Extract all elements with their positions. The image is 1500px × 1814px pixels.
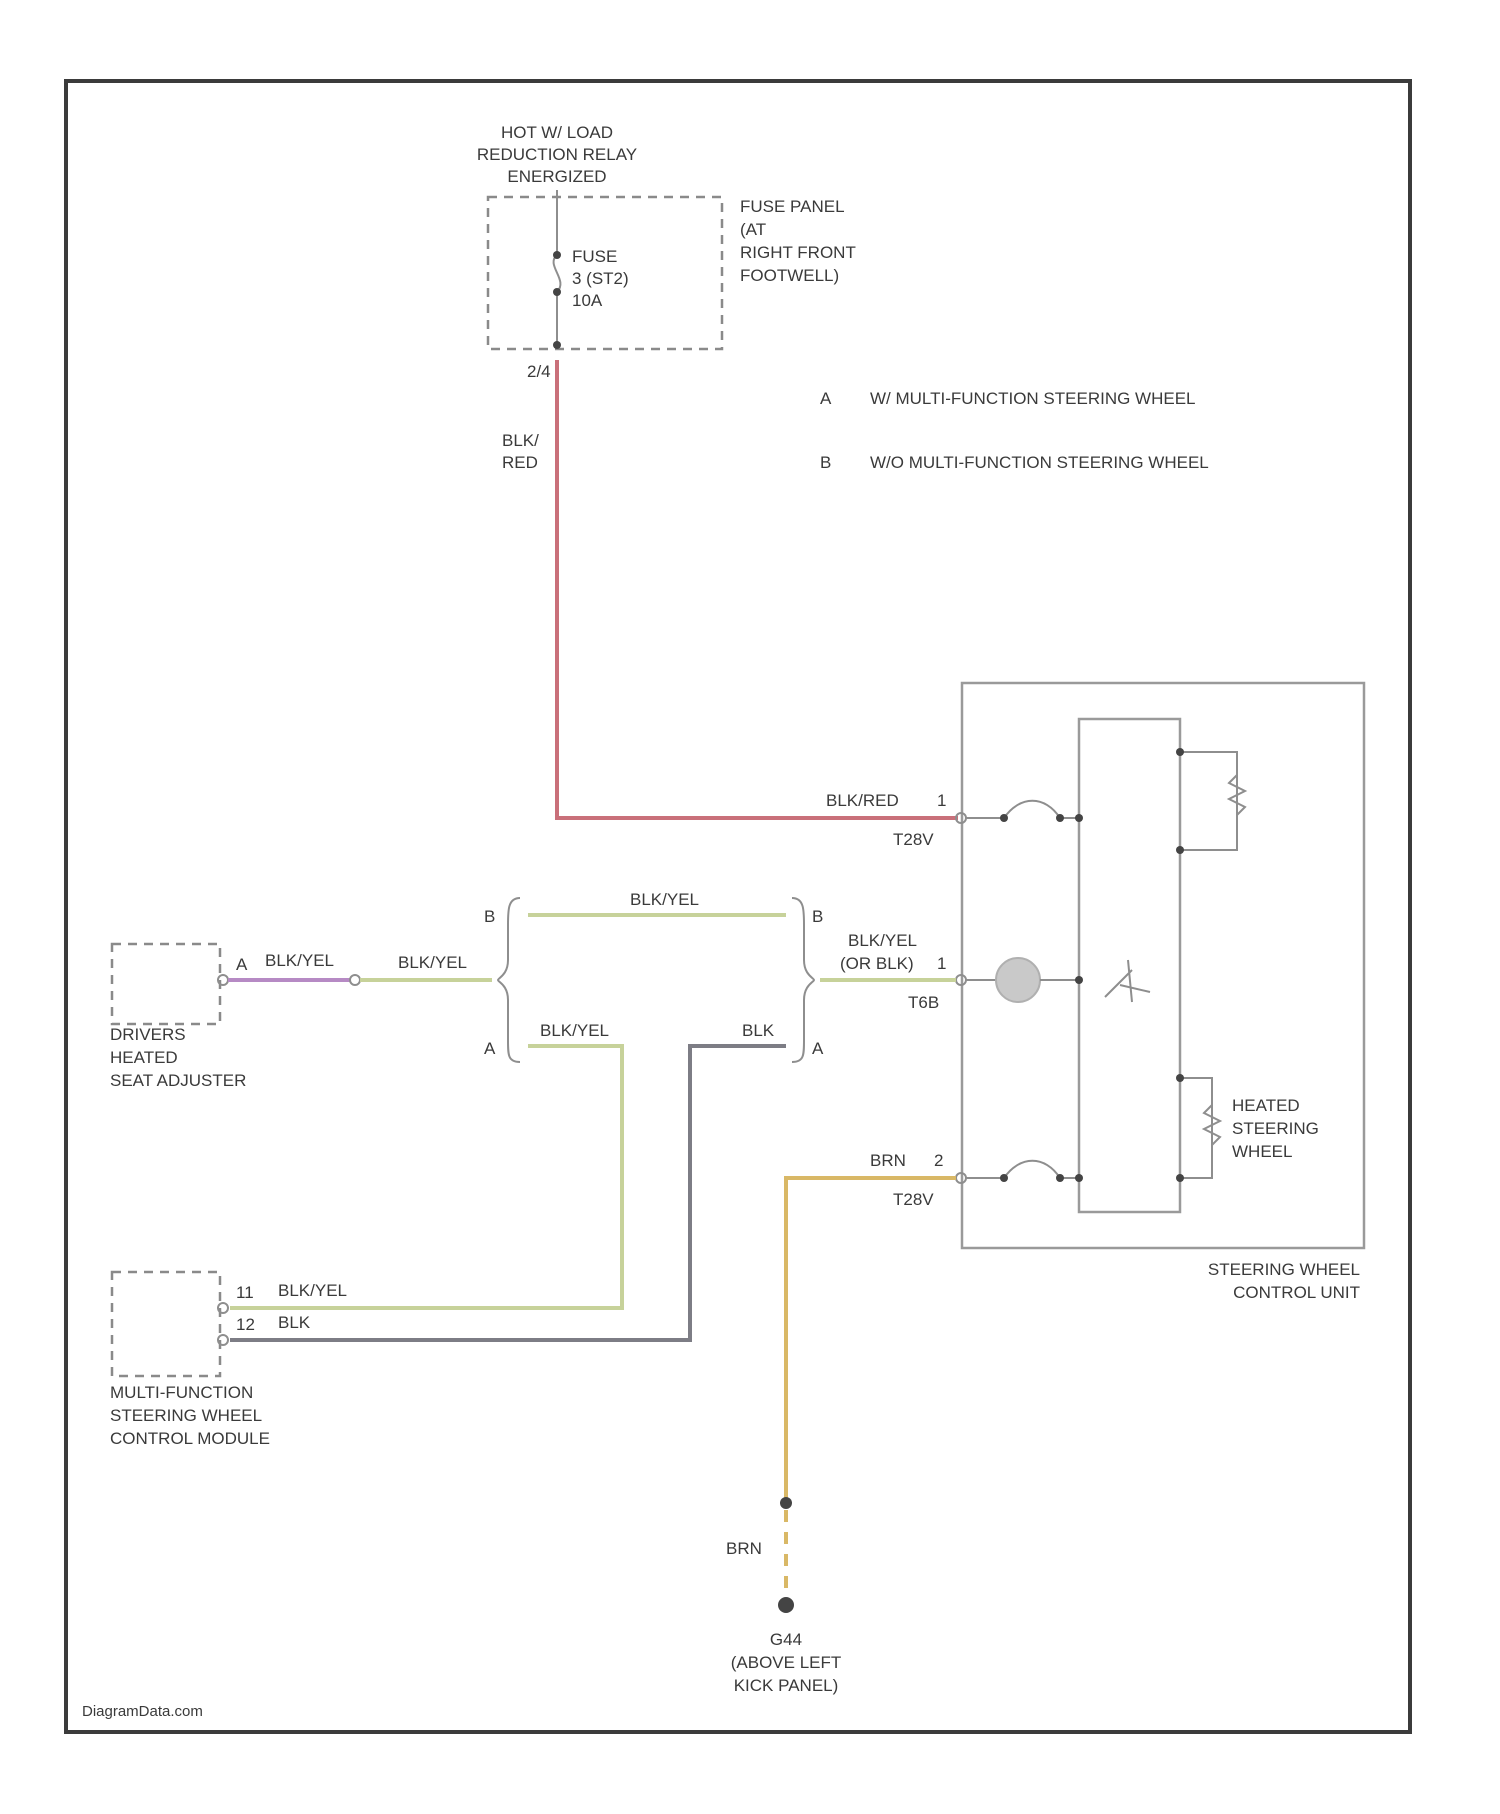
unit-fuse-symbol-1 bbox=[1004, 801, 1060, 818]
ground-label-line2: (ABOVE LEFT bbox=[731, 1653, 842, 1672]
option-label-b-left: B bbox=[484, 907, 495, 926]
ground-splice-dot bbox=[780, 1497, 792, 1509]
wire-label-t6b-line1: BLK/YEL bbox=[848, 931, 917, 950]
mfsw-pin-12-label: 12 bbox=[236, 1315, 255, 1334]
wire-label-brn-bottom: BRN bbox=[726, 1539, 762, 1558]
wire-blk-red bbox=[557, 360, 958, 818]
unit-fuse-symbol-2 bbox=[1004, 1161, 1060, 1178]
unit-switch-symbol bbox=[1105, 960, 1150, 1002]
fuse-panel-label-line3: RIGHT FRONT bbox=[740, 243, 856, 262]
unit-top-loop bbox=[1180, 752, 1237, 850]
unit-node-top-a bbox=[1176, 748, 1184, 756]
pin-label-1a: 1 bbox=[937, 791, 946, 810]
seat-adjuster-label-line1: DRIVERS bbox=[110, 1025, 186, 1044]
unit-node-bottom-a bbox=[1176, 1074, 1184, 1082]
wire-label-seat-b: BLK/YEL bbox=[398, 953, 467, 972]
option-label-a-right: A bbox=[812, 1039, 824, 1058]
fuse-id: 3 (ST2) bbox=[572, 269, 629, 288]
wire-label-blk-red-a: BLK/ bbox=[502, 431, 539, 450]
watermark: DiagramData.com bbox=[82, 1703, 203, 1720]
fuse-symbol bbox=[554, 255, 561, 292]
unit-node-1b bbox=[1056, 814, 1064, 822]
wire-label-blk-red-b: RED bbox=[502, 453, 538, 472]
heated-wheel-label-line1: HEATED bbox=[1232, 1096, 1300, 1115]
ground-label-line3: KICK PANEL) bbox=[734, 1676, 839, 1695]
fuse-panel-label-line2: (AT bbox=[740, 220, 766, 239]
relay-label-line1: HOT W/ LOAD bbox=[501, 123, 613, 142]
connector-label-t6b: T6B bbox=[908, 993, 939, 1012]
ground-label-line1: G44 bbox=[770, 1630, 802, 1649]
ground-symbol bbox=[778, 1597, 794, 1613]
fuse-terminal-bottom bbox=[553, 288, 561, 296]
unit-node-2a bbox=[1000, 1174, 1008, 1182]
steering-unit-label-line2: CONTROL UNIT bbox=[1233, 1283, 1360, 1302]
wire-label-mfsw-blk: BLK bbox=[278, 1313, 311, 1332]
seat-adjuster-label-line3: SEAT ADJUSTER bbox=[110, 1071, 246, 1090]
fuse-panel-label-line4: FOOTWELL) bbox=[740, 266, 839, 285]
legend-key-a: A bbox=[820, 389, 832, 408]
option-bracket-right bbox=[792, 898, 814, 1062]
wire-label-option-a-blk: BLK bbox=[742, 1021, 775, 1040]
fuse-terminal-top bbox=[553, 251, 561, 259]
mfsw-label-line1: MULTI-FUNCTION bbox=[110, 1383, 253, 1402]
legend-key-b: B bbox=[820, 453, 831, 472]
option-label-b-right: B bbox=[812, 907, 823, 926]
mfsw-label-line3: CONTROL MODULE bbox=[110, 1429, 270, 1448]
pin-label-1b: 1 bbox=[937, 954, 946, 973]
wire-brn bbox=[786, 1178, 956, 1503]
wire-label-t6b-line2: (OR BLK) bbox=[840, 954, 914, 973]
unit-node-bottom-b bbox=[1176, 1174, 1184, 1182]
unit-node-2c bbox=[1075, 1174, 1083, 1182]
steering-unit-label-line1: STEERING WHEEL bbox=[1208, 1260, 1360, 1279]
wire-label-seat-a: BLK/YEL bbox=[265, 951, 334, 970]
mfsw-module-box bbox=[112, 1272, 220, 1376]
unit-node-2b bbox=[1056, 1174, 1064, 1182]
wire-label-mfsw-blk-yel: BLK/YEL bbox=[278, 1281, 347, 1300]
wire-label-option-b: BLK/YEL bbox=[630, 890, 699, 909]
seat-adjuster-box bbox=[112, 944, 220, 1024]
wire-label-option-a-blk-yel: BLK/YEL bbox=[540, 1021, 609, 1040]
legend-text-a: W/ MULTI-FUNCTION STEERING WHEEL bbox=[870, 389, 1196, 408]
fuse-rating: 10A bbox=[572, 291, 603, 310]
unit-node-top-b bbox=[1176, 846, 1184, 854]
mfsw-label-line2: STEERING WHEEL bbox=[110, 1406, 262, 1425]
wire-label-blk-red-unit: BLK/RED bbox=[826, 791, 899, 810]
unit-node-1a bbox=[1000, 814, 1008, 822]
relay-label-line3: ENERGIZED bbox=[507, 167, 606, 186]
connector-label-t28v-2: T28V bbox=[893, 1190, 934, 1209]
inline-connector bbox=[350, 975, 360, 985]
wire-label-brn-top: BRN bbox=[870, 1151, 906, 1170]
fuse-name: FUSE bbox=[572, 247, 617, 266]
legend-text-b: W/O MULTI-FUNCTION STEERING WHEEL bbox=[870, 453, 1209, 472]
unit-center-circle bbox=[996, 958, 1040, 1002]
seat-adjuster-label-line2: HEATED bbox=[110, 1048, 178, 1067]
fuse-pin-dot bbox=[553, 341, 561, 349]
unit-node-1c bbox=[1075, 814, 1083, 822]
pin-label-2: 2 bbox=[934, 1151, 943, 1170]
unit-node-center bbox=[1075, 976, 1083, 984]
fuse-panel-label-line1: FUSE PANEL bbox=[740, 197, 845, 216]
seat-adjuster-pin-label: A bbox=[236, 955, 248, 974]
wire-option-a-blk-yel bbox=[230, 1046, 622, 1308]
heated-wheel-label-line2: STEERING bbox=[1232, 1119, 1319, 1138]
option-label-a-left: A bbox=[484, 1039, 496, 1058]
relay-label-line2: REDUCTION RELAY bbox=[477, 145, 637, 164]
diagram-frame bbox=[66, 81, 1410, 1732]
mfsw-pin-11-label: 11 bbox=[236, 1283, 254, 1302]
connector-label-t28v-1: T28V bbox=[893, 830, 934, 849]
heated-wheel-label-line3: WHEEL bbox=[1232, 1142, 1292, 1161]
fuse-pin-label: 2/4 bbox=[527, 362, 551, 381]
option-bracket-left bbox=[498, 898, 520, 1062]
